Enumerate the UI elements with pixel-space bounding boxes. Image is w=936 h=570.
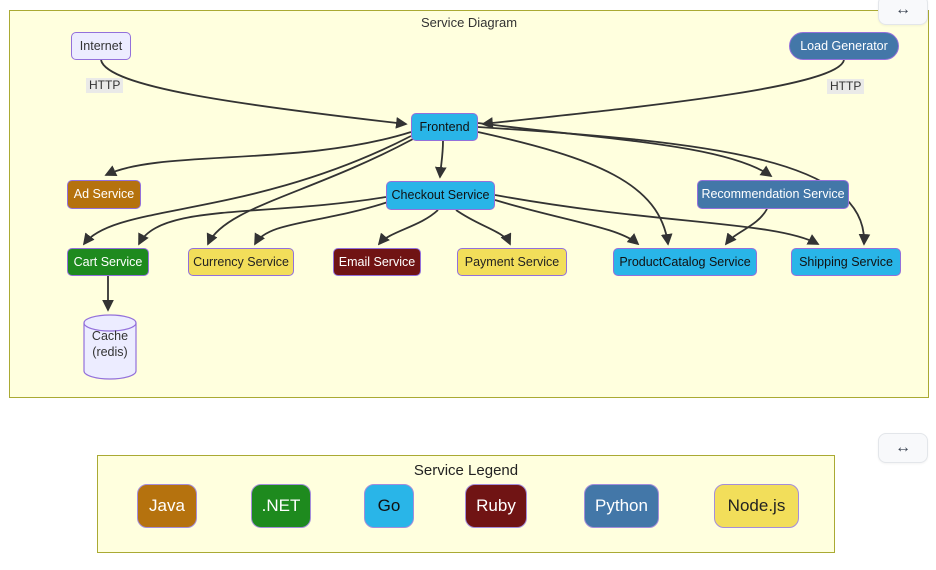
edge-checkout-email <box>377 209 439 246</box>
edge-frontend-recommendation <box>477 122 773 178</box>
legend-item-java: Java <box>137 484 197 528</box>
service-diagram-panel: Service Diagram <box>9 10 929 398</box>
legend-item-go: Go <box>364 484 414 528</box>
node-recommendation-service: Recommendation Service <box>697 180 849 209</box>
cache-label: Cache (redis) <box>91 329 129 360</box>
edge-checkout-payment <box>455 209 512 246</box>
edge-label-http-internet: HTTP <box>86 78 124 93</box>
edge-frontend-ad <box>104 131 412 176</box>
edge-checkout-cart <box>138 196 387 246</box>
node-checkout-service: Checkout Service <box>386 181 495 210</box>
node-cart-service: Cart Service <box>67 248 149 276</box>
legend-title: Service Legend <box>413 462 519 479</box>
edge-load-generator-frontend <box>481 59 845 129</box>
node-productcatalog-service: ProductCatalog Service <box>613 248 757 276</box>
edge-internet-frontend <box>100 59 408 129</box>
edge-frontend-checkout <box>434 140 447 179</box>
expand-legend-button[interactable]: ↔ <box>878 433 928 463</box>
edge-checkout-currency <box>254 201 389 246</box>
legend-item-nodejs: Node.js <box>714 484 799 528</box>
edge-checkout-productcatalog <box>494 199 640 246</box>
node-frontend: Frontend <box>411 113 478 141</box>
node-ad-service: Ad Service <box>67 180 141 209</box>
node-shipping-service: Shipping Service <box>791 248 901 276</box>
diagram-edges <box>82 59 871 312</box>
edge-recommendation-productcatalog <box>724 208 768 246</box>
node-internet: Internet <box>71 32 131 60</box>
node-payment-service: Payment Service <box>457 248 567 276</box>
service-legend-panel: Service Legend Java .NET Go Ruby Python … <box>97 455 835 553</box>
legend-item-dotnet: .NET <box>251 484 311 528</box>
edge-checkout-shipping <box>494 194 820 245</box>
edge-frontend-currency <box>206 138 414 246</box>
left-right-arrow-icon: ↔ <box>895 439 911 456</box>
node-email-service: Email Service <box>333 248 421 276</box>
node-currency-service: Currency Service <box>188 248 294 276</box>
node-cache-redis: Cache (redis) <box>83 314 137 380</box>
node-load-generator: Load Generator <box>789 32 899 60</box>
left-right-arrow-icon: ↔ <box>895 1 911 18</box>
legend-item-python: Python <box>584 484 659 528</box>
edge-label-http-load-generator: HTTP <box>827 79 865 94</box>
cylinder-shape <box>83 314 137 380</box>
edge-frontend-shipping <box>477 126 871 246</box>
expand-diagram-button[interactable]: ↔ <box>878 0 928 25</box>
edge-frontend-productcatalog <box>477 131 673 246</box>
edge-frontend-cart <box>82 135 412 246</box>
legend-item-ruby: Ruby <box>465 484 527 528</box>
diagram-title: Service Diagram <box>420 15 518 30</box>
